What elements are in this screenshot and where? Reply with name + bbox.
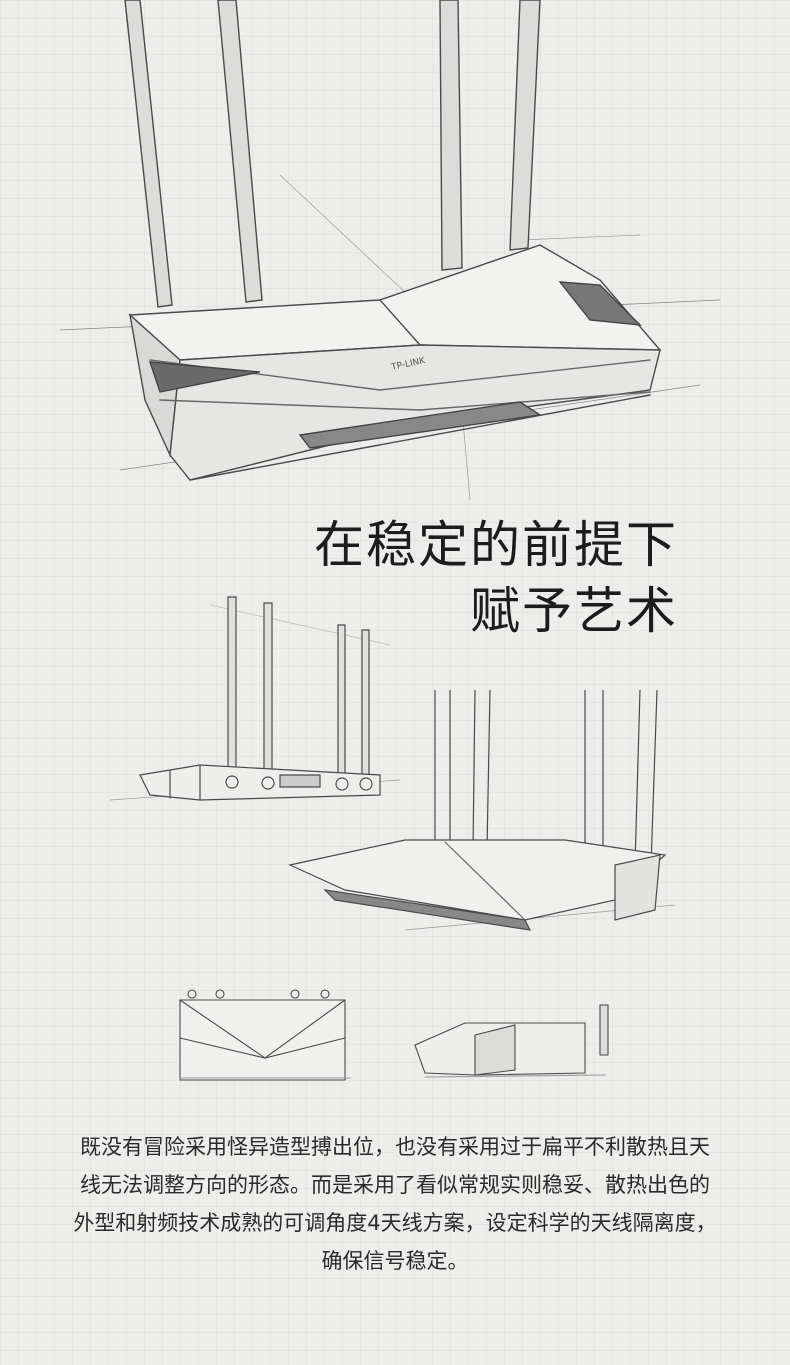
router-hero-sketch: TP-LINK [0, 0, 790, 500]
headline-line-2: 赋予艺术 [470, 582, 678, 640]
router-side-view-sketch [110, 585, 410, 815]
router-rear-view-sketch [405, 995, 630, 1085]
headline-line-1: 在稳定的前提下 [314, 516, 678, 574]
router-perspective-sketch [285, 690, 685, 950]
headline: 在稳定的前提下 赋予艺术 [314, 512, 678, 644]
router-front-view-sketch [170, 978, 360, 1088]
description-paragraph: 既没有冒险采用怪异造型搏出位，也没有采用过于扁平不利散热且天线无法调整方向的形态… [73, 1135, 717, 1273]
